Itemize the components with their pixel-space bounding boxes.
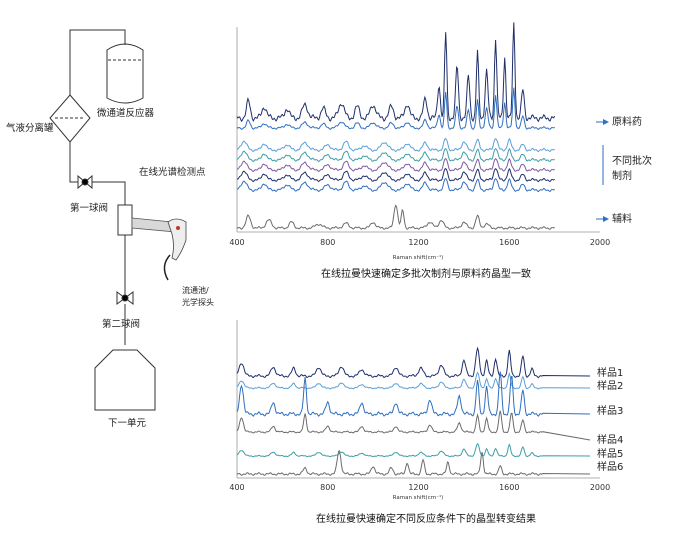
optical-probe — [131, 217, 187, 281]
chart2-series-line — [236, 346, 591, 379]
chart2-tick-label: 1600 — [499, 483, 519, 492]
chart1-series-line — [236, 87, 555, 131]
chart2-series-label: 样品5 — [597, 447, 623, 460]
chart1-tick-label: 800 — [320, 238, 335, 247]
chart2-tick-label: 2000 — [590, 483, 610, 492]
batches-label-line1: 不同批次 — [612, 154, 652, 167]
reactor-vessel — [106, 43, 144, 104]
probe-cable — [163, 254, 171, 281]
chart1-tick-label: 1200 — [408, 238, 428, 247]
chart2-series-label: 样品1 — [597, 366, 623, 379]
probe-logo-dot — [176, 226, 180, 230]
valve1-ball — [81, 178, 89, 186]
chart1-series-line — [236, 157, 555, 173]
chart-batch-consistency: 400 800 1200 1600 2000 Raman shift(cm⁻¹) 在线拉… — [229, 22, 652, 280]
valve2-label: 第二球阀 — [102, 318, 140, 330]
pipe-to-cell — [92, 181, 126, 205]
reactor-label: 微通道反应器 — [97, 107, 155, 119]
chart1-tick-label: 1600 — [499, 238, 519, 247]
chart2-series-label: 样品3 — [597, 404, 623, 417]
chart1-series-line — [236, 204, 555, 231]
chart1-title: 在线拉曼快速确定多批次制剂与原料药晶型一致 — [321, 267, 531, 280]
pipe-top — [69, 29, 126, 95]
probe-label-line1: 流通池/ — [182, 285, 209, 295]
chart2-tick-label: 400 — [229, 483, 244, 492]
chart1-xlabel: Raman shift(cm⁻¹) — [393, 254, 444, 261]
batches-label-line2: 制剂 — [612, 169, 632, 182]
chart2-series-label: 样品2 — [597, 379, 623, 392]
chart2-tick-label: 800 — [320, 483, 335, 492]
chart2-series-line — [236, 442, 591, 458]
chart1-series-line — [236, 147, 555, 163]
next-unit-label: 下一单元 — [108, 417, 147, 429]
flow-labels: 气液分离罐 微通道反应器 在线光谱检测点 第一球阀 流通池/ 光学探头 第二球阀… — [6, 107, 214, 429]
excipient-label: 辅料 — [612, 212, 632, 225]
detection-point-label: 在线光谱检测点 — [139, 166, 206, 178]
api-label: 原料药 — [612, 115, 642, 128]
chart2-series-line — [236, 371, 591, 390]
separator-label: 气液分离罐 — [6, 122, 54, 134]
chart2-series-label: 样品6 — [597, 460, 623, 473]
chart2-series-line — [236, 371, 591, 417]
valve2-ball — [121, 294, 129, 302]
probe-handle — [167, 218, 187, 261]
chart2-series-label: 样品4 — [597, 433, 623, 446]
chart1-tick-label: 400 — [229, 238, 244, 247]
probe-label-line2: 光学探头 — [182, 297, 214, 307]
chart1-series-line — [236, 137, 555, 153]
chart2-series-line — [236, 450, 591, 477]
chart2-series-line — [236, 410, 591, 441]
chart1-tick-label: 2000 — [590, 238, 610, 247]
pipe-to-valve1 — [69, 142, 78, 183]
next-unit-tank — [94, 349, 156, 411]
chart2-tick-label: 1200 — [408, 483, 428, 492]
flow-cell — [117, 204, 133, 236]
chart2-title: 在线拉曼快速确定不同反应条件下的晶型转变结果 — [316, 512, 536, 525]
valve1-label: 第一球阀 — [70, 202, 108, 214]
chart1-series-line — [236, 177, 555, 193]
chart1-series-line — [236, 22, 556, 123]
chart1-series-line — [236, 167, 555, 183]
chart2-xlabel: Raman shift(cm⁻¹) — [393, 494, 444, 501]
